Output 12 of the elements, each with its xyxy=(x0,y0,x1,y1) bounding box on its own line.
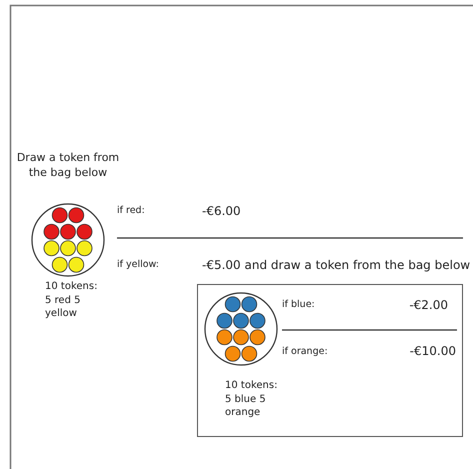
penalty-value: -€5.00 and draw a token from the bag below xyxy=(202,258,470,272)
penalty-value: -€6.00 xyxy=(202,204,241,218)
condition-label: if yellow: xyxy=(117,259,160,271)
token-count-note: 10 tokens: 5 red 5 yellow xyxy=(45,280,98,320)
sub-bag-panel xyxy=(197,284,463,437)
condition-label: if blue: xyxy=(282,299,315,311)
condition-label: if orange: xyxy=(282,346,328,358)
instruction-heading: Draw a token from the bag below xyxy=(16,150,120,180)
penalty-value: -€2.00 xyxy=(409,298,448,312)
penalty-value: -€10.00 xyxy=(410,344,456,358)
token-count-note: 10 tokens: 5 blue 5 orange xyxy=(225,379,278,420)
condition-label: if red: xyxy=(117,205,145,217)
